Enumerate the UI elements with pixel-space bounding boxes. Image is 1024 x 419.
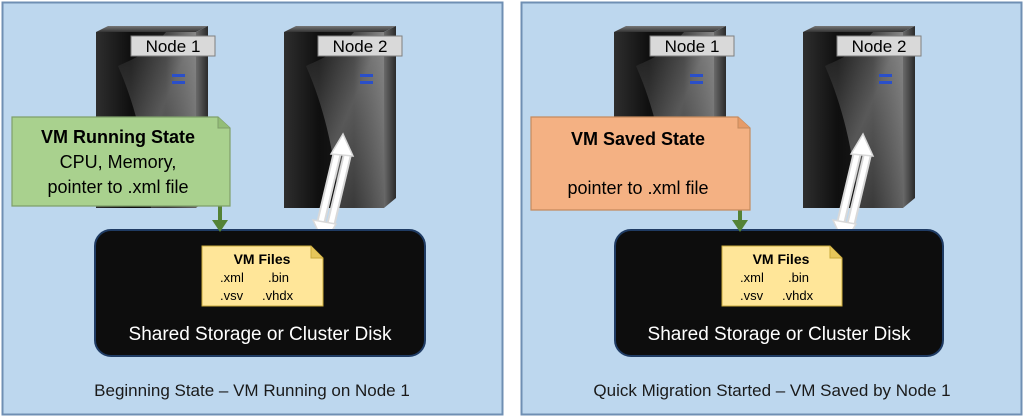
document-note-icon bbox=[721, 245, 843, 307]
file-bin: .bin bbox=[268, 270, 289, 285]
node2-label-box bbox=[317, 35, 403, 57]
node2-label: Node 2 bbox=[852, 37, 907, 56]
state-line-1: pointer to .xml file bbox=[567, 178, 708, 198]
state-line-2: pointer to .xml file bbox=[47, 177, 188, 197]
file-vsv: .vsv bbox=[220, 288, 244, 303]
storage-label: Shared Storage or Cluster Disk bbox=[648, 324, 911, 345]
vm-saved-state-box bbox=[530, 116, 751, 211]
file-vsv: .vsv bbox=[740, 288, 764, 303]
files-title: VM Files bbox=[753, 251, 810, 267]
files-title: VM Files bbox=[234, 251, 291, 267]
file-xml: .xml bbox=[220, 270, 244, 285]
node2-label: Node 2 bbox=[333, 37, 388, 56]
node2-label-box bbox=[836, 35, 922, 57]
file-vhdx: .vhdx bbox=[782, 288, 814, 303]
file-bin: .bin bbox=[788, 270, 809, 285]
document-note-icon bbox=[201, 245, 324, 307]
panel-caption: Quick Migration Started – VM Saved by No… bbox=[593, 381, 950, 400]
file-vhdx: .vhdx bbox=[262, 288, 294, 303]
state-title: VM Running State bbox=[41, 127, 195, 147]
panel-beginning-state: Node 1 Node 2 Shared Storage or Cluster … bbox=[1, 1, 504, 416]
state-title: VM Saved State bbox=[571, 129, 705, 149]
file-xml: .xml bbox=[740, 270, 764, 285]
node1-label-box bbox=[649, 35, 735, 57]
panel-quick-migration: Node 1 Node 2 Shared Storage or Cluster … bbox=[520, 1, 1023, 416]
node1-label: Node 1 bbox=[665, 37, 720, 56]
node1-label-box bbox=[130, 35, 216, 57]
node1-label: Node 1 bbox=[146, 37, 201, 56]
state-line-1: CPU, Memory, bbox=[60, 152, 177, 172]
vm-running-state-box bbox=[11, 116, 231, 207]
panel-caption: Beginning State – VM Running on Node 1 bbox=[94, 381, 410, 400]
storage-label: Shared Storage or Cluster Disk bbox=[129, 324, 392, 345]
